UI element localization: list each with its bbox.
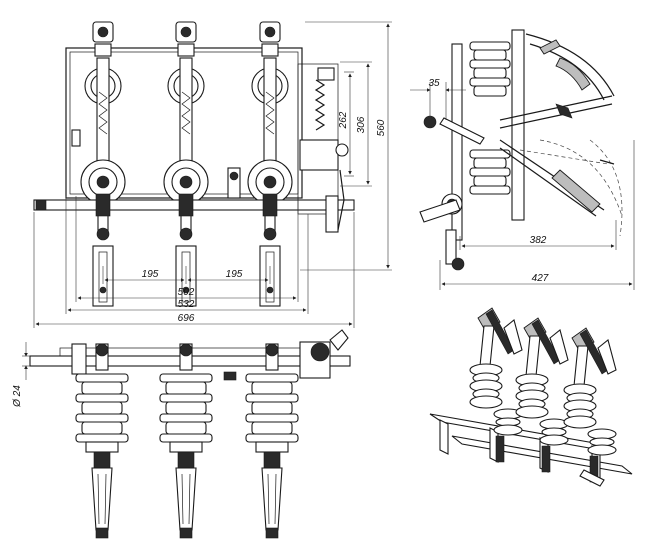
dim-532: 532: [178, 299, 195, 310]
dim-560: 560: [376, 119, 387, 136]
dim-427: 427: [532, 273, 549, 284]
dim-502: 502: [178, 287, 195, 298]
front-view: [33, 21, 355, 307]
dim-696: 696: [178, 313, 195, 324]
dim-195-left: 195: [142, 269, 159, 280]
front-pole-3: [247, 21, 293, 307]
dim-306: 306: [356, 116, 367, 133]
dim-195-right: 195: [226, 269, 243, 280]
side-upper-arc: [525, 33, 615, 97]
side-dimensions: 35 382 427: [410, 78, 635, 290]
front-dimensions: 560 306 262 195 195 502 532 696: [33, 21, 392, 328]
front-pole-2: [163, 21, 209, 307]
side-frame-post: [451, 43, 463, 241]
iso-pole-1: [469, 307, 523, 463]
isometric-view: [429, 307, 633, 487]
bottom-view: Ø 24: [12, 329, 351, 539]
bottom-pole-2: [159, 343, 213, 539]
front-main-shaft: [33, 199, 355, 211]
dim-diameter-24: Ø 24: [12, 385, 23, 408]
bottom-pole-3: [245, 343, 299, 539]
side-lower-insulator: [469, 149, 511, 195]
front-pole-1: [80, 21, 126, 307]
dim-35: 35: [428, 78, 440, 89]
front-mechanism: [297, 63, 339, 215]
front-spring: [314, 79, 326, 131]
side-upper-insulator: [469, 41, 511, 97]
dim-262: 262: [338, 111, 349, 129]
side-dashed-arc: [539, 139, 623, 217]
dim-382: 382: [530, 235, 547, 246]
side-view: [419, 29, 623, 271]
